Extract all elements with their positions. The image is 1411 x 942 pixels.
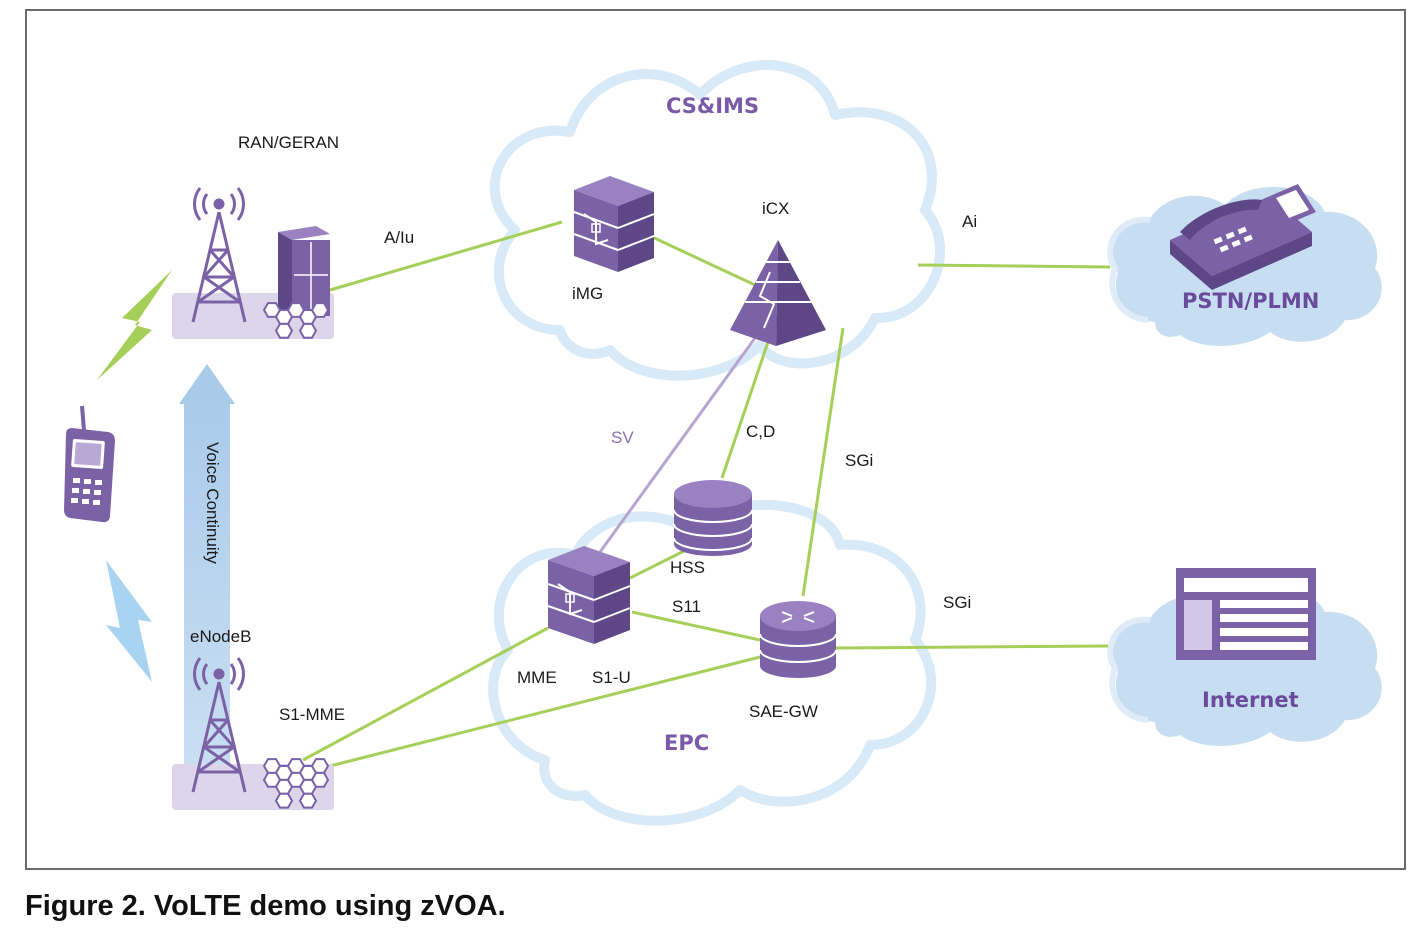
epc-cloud-title: EPC xyxy=(664,731,709,755)
s1-u-link xyxy=(329,655,761,768)
s1-u-interface-label: S1-U xyxy=(592,668,631,687)
voice-continuity-label: Voice Continuity xyxy=(203,442,222,564)
hss-label: HSS xyxy=(670,558,705,577)
enodeb-label: eNodeB xyxy=(190,627,251,646)
figure-caption: Figure 2. VoLTE demo using zVOA. xyxy=(25,890,506,922)
voice-continuity-arrow-icon xyxy=(179,364,235,766)
mobile-phone-icon xyxy=(64,405,115,523)
enodeb-tower-icon xyxy=(191,657,247,793)
hexagon-cell xyxy=(310,302,330,318)
img-gateway-icon xyxy=(573,176,655,272)
img-label: iMG xyxy=(572,284,603,303)
browser-window-icon xyxy=(1176,568,1316,660)
img-icx-link xyxy=(649,234,756,287)
icx-switch-icon xyxy=(730,240,826,346)
telephone-icon xyxy=(1170,184,1316,290)
sgi-internet-link xyxy=(835,644,1109,650)
sgi-vertical-link xyxy=(801,327,845,597)
cs-ims-cloud-title: CS&IMS xyxy=(666,94,759,118)
hss-mme-link xyxy=(629,546,691,580)
mme-label: MME xyxy=(517,668,557,687)
ran-hexagon-cells-icon xyxy=(262,302,330,339)
a-iu-link xyxy=(329,220,563,292)
sv-interface-label: SV xyxy=(611,428,634,447)
sv-link xyxy=(598,337,757,553)
cd-link xyxy=(720,341,770,479)
s1-mme-interface-label: S1-MME xyxy=(279,705,345,724)
hexagon-cell xyxy=(298,322,318,339)
s11-link xyxy=(631,610,761,642)
cs-ims-cloud xyxy=(489,60,946,381)
volte-network-diagram: Voice Continuity CS&IMS EPC PSTN/PLMN In… xyxy=(25,9,1406,870)
pstn-plmn-cloud-title: PSTN/PLMN xyxy=(1182,289,1319,313)
internet-cloud-title: Internet xyxy=(1202,688,1299,712)
hexagon-cell xyxy=(274,792,294,809)
hss-database-icon xyxy=(673,480,753,556)
a-iu-interface-label: A/Iu xyxy=(384,228,414,247)
s11-interface-label: S11 xyxy=(672,597,701,616)
enodeb-hexagon-cells-icon xyxy=(262,758,330,809)
icx-label: iCX xyxy=(762,199,789,218)
ai-link xyxy=(917,263,1111,269)
radio-link-bolt-icon xyxy=(97,270,172,380)
sae-gw-router-icon xyxy=(759,601,837,678)
connection-lines xyxy=(302,220,1111,768)
sgi-bottom-interface-label: SGi xyxy=(943,593,971,612)
ai-interface-label: Ai xyxy=(962,212,977,231)
sae-gw-label: SAE-GW xyxy=(749,702,818,721)
hexagon-cell xyxy=(310,771,330,788)
cd-interface-label: C,D xyxy=(746,422,775,441)
sgi-top-interface-label: SGi xyxy=(845,451,873,470)
hexagon-cell xyxy=(298,792,318,809)
hexagon-cell xyxy=(310,758,330,774)
epc-cloud xyxy=(488,500,937,826)
hexagon-cell xyxy=(274,322,294,339)
ran-geran-label: RAN/GERAN xyxy=(238,133,339,152)
lte-radio-bolt-icon xyxy=(106,560,152,682)
ran-tower-icon xyxy=(191,187,247,323)
diagram-frame xyxy=(25,9,1406,870)
s1-mme-link xyxy=(302,626,549,762)
mme-server-icon xyxy=(547,546,631,644)
